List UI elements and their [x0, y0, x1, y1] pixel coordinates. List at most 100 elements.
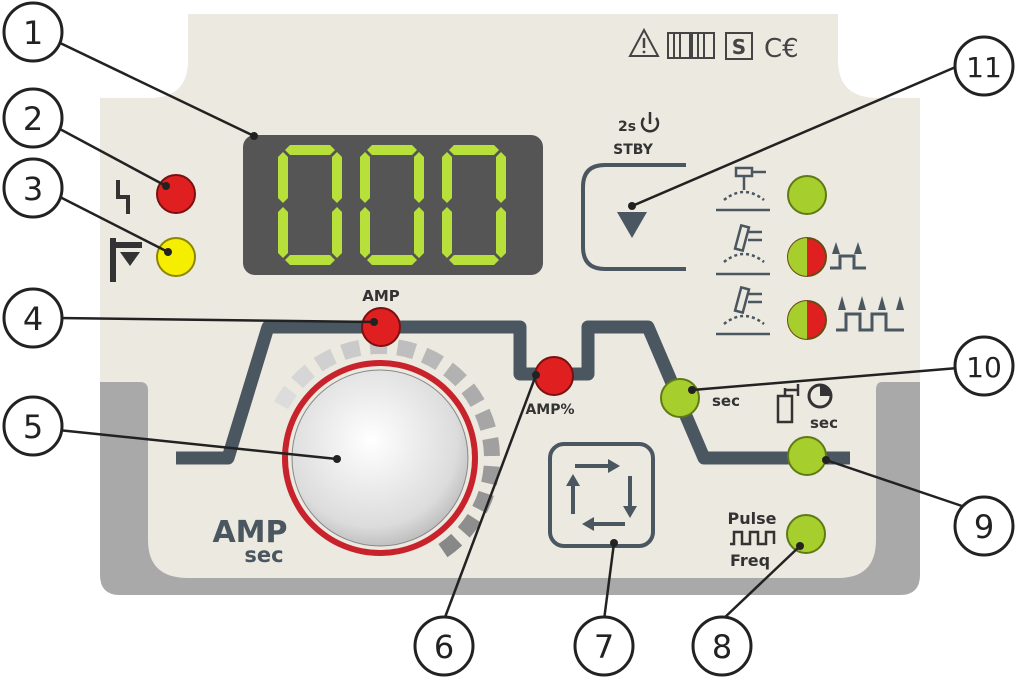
svg-text:7: 7: [594, 628, 614, 666]
knob-amp-label: AMP: [212, 515, 287, 550]
down-arrow-icon: [617, 212, 647, 238]
clock-icon: [807, 383, 833, 409]
display-segment: [449, 255, 499, 265]
freq-label: Freq: [730, 551, 770, 570]
knob-tick: [340, 339, 362, 360]
callout-1: 1: [2, 1, 64, 63]
pulse-label: Pulse: [728, 509, 777, 528]
callout-8: 8: [691, 615, 753, 677]
mode-4t-icon: [716, 223, 770, 276]
knob-tick: [472, 490, 494, 514]
amp-percent-label: AMP%: [525, 402, 574, 418]
warning-icon: [628, 27, 660, 57]
mode-4t-led: [787, 237, 827, 277]
stby-label: STBY: [613, 142, 654, 158]
callout-4: 4: [2, 287, 64, 349]
mode-special-led: [787, 300, 827, 340]
mode-4t-wave-icon: [830, 242, 866, 270]
display-segment: [285, 145, 335, 155]
cycle-arrows-icon: [566, 459, 637, 531]
display-segment: [442, 207, 452, 258]
temperature-led: [156, 237, 196, 277]
display-segment: [414, 152, 424, 203]
knob-tick: [420, 347, 444, 370]
svg-text:8: 8: [712, 628, 732, 666]
display-segment: [496, 152, 506, 203]
amp-led: [361, 307, 401, 347]
control-knob[interactable]: [291, 369, 469, 547]
mode-special-icon: [716, 285, 770, 336]
knob-tick: [482, 437, 500, 457]
callout-6: 6: [413, 615, 475, 677]
display-value-text: 000: [392, 269, 394, 271]
svg-text:6: 6: [434, 628, 454, 666]
gas-bottle-icon: [776, 384, 800, 424]
knob-tick: [438, 533, 463, 558]
display-segment: [278, 152, 288, 203]
knob-tick: [457, 514, 482, 538]
svg-text:9: 9: [974, 508, 994, 546]
callout-dots: [162, 132, 830, 550]
gas-postflow-led: [787, 436, 827, 476]
svg-text:S: S: [732, 35, 746, 59]
knob-tick: [313, 348, 337, 372]
display-segment: [367, 255, 417, 265]
callout-3: 3: [2, 157, 64, 219]
svg-text:3: 3: [23, 170, 43, 208]
select-button[interactable]: [548, 442, 655, 548]
ce-mark-icon: C€: [764, 34, 799, 64]
pulse-wave-icon: [730, 530, 776, 546]
display-segment: [496, 207, 506, 258]
display-segment: [278, 207, 288, 258]
lightning-icon: [116, 180, 130, 214]
manual-icon: [667, 32, 715, 59]
two-sec-label: 2s: [618, 119, 636, 135]
svg-text:4: 4: [23, 300, 43, 338]
safety-s-icon: S: [725, 32, 753, 60]
display-segment: [367, 145, 417, 155]
svg-text:1: 1: [23, 14, 43, 52]
callout-lines: [57, 40, 963, 621]
downslope-led: [660, 378, 700, 418]
panel-body: [100, 14, 920, 578]
display-segment: [285, 255, 335, 265]
pulse-freq-led: [786, 514, 826, 554]
display-digits: [278, 145, 506, 265]
display-segment: [332, 207, 342, 258]
svg-text:2: 2: [23, 100, 43, 138]
knob-sec-label: sec: [244, 543, 283, 567]
display-segment: [332, 152, 342, 203]
callout-11: 11: [953, 35, 1015, 97]
callout-10: 10: [953, 335, 1015, 397]
svg-text:10: 10: [966, 351, 1002, 384]
svg-text:5: 5: [23, 408, 43, 446]
callout-5: 5: [2, 395, 64, 457]
knob-tick: [461, 383, 485, 407]
display-segment: [360, 152, 370, 203]
callout-2: 2: [2, 87, 64, 149]
callout-7: 7: [573, 615, 635, 677]
mode-special-wave-icon: [836, 296, 904, 332]
digital-display: [243, 135, 543, 275]
display-segment: [449, 145, 499, 155]
mode-2t-led: [787, 175, 827, 215]
power-icon: [640, 112, 660, 133]
callout-9: 9: [953, 495, 1015, 557]
display-segment: [360, 207, 370, 258]
gas-sec-label: sec: [810, 414, 838, 432]
knob-tick: [474, 408, 496, 431]
knob-tick: [396, 339, 418, 360]
mode-2t-icon: [716, 166, 770, 212]
display-segment: [414, 207, 424, 258]
knob-tick: [443, 362, 467, 387]
knob-scale: [274, 337, 500, 558]
downslope-sec-label: sec: [712, 392, 740, 410]
knob-tick: [291, 364, 315, 389]
torch-icon: [110, 238, 142, 282]
fault-led: [156, 174, 196, 214]
mode-button[interactable]: [581, 163, 686, 271]
svg-text:11: 11: [966, 51, 1002, 84]
display-segment: [442, 152, 452, 203]
knob-tick: [274, 385, 297, 410]
